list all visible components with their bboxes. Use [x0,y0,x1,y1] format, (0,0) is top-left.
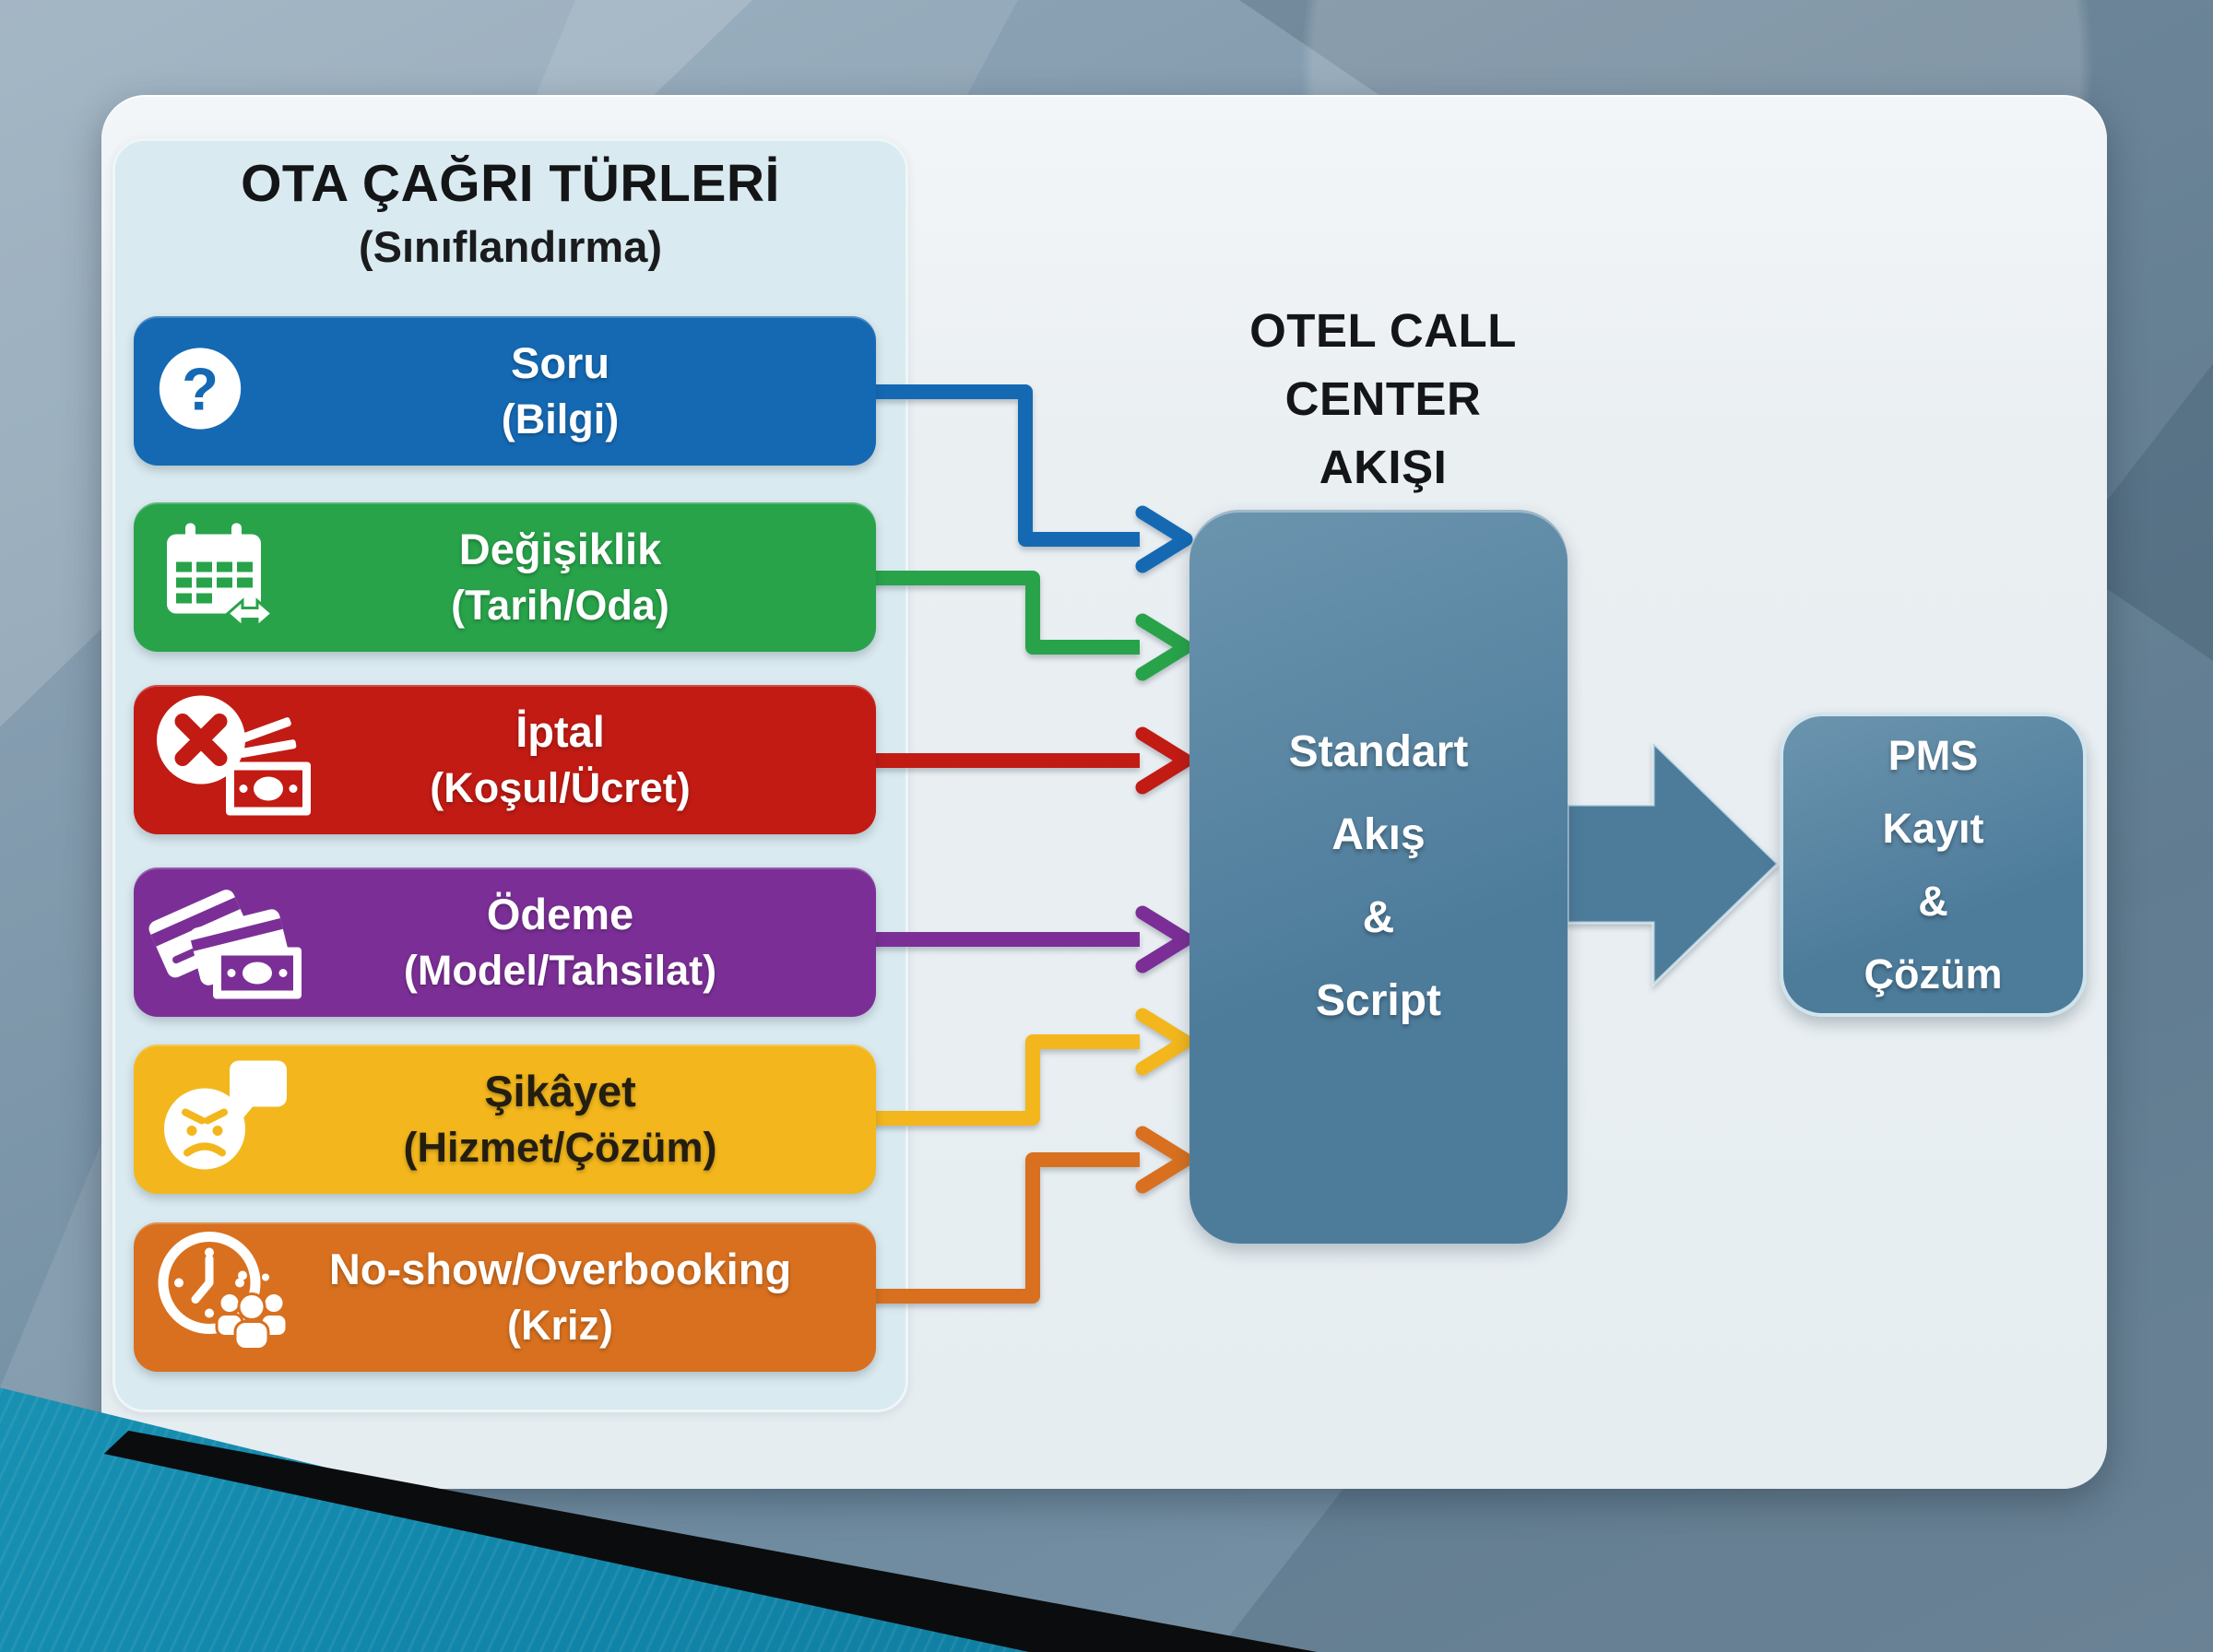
big-flow-arrow [1566,739,1781,988]
svg-text:?: ? [182,356,219,423]
process-line: Standart [1288,727,1469,776]
category-label: No-show/Overbooking [328,1245,792,1293]
result-line: PMS [1888,732,1979,779]
process-box-standart-akis: Standart Akış & Script [1189,510,1568,1244]
arrowhead [1135,1008,1193,1076]
question-icon: ? [156,345,244,438]
process-line: & [1362,893,1395,942]
flow-title-line: AKIŞI [1319,441,1448,493]
panel-subtitle: (Sınıflandırma) [358,222,663,271]
noshow-people-clock-icon [152,1222,307,1373]
panel-title: OTA ÇAĞRI TÜRLERİ [241,154,780,213]
flow-title-line: OTEL CALL [1249,304,1517,357]
category-sublabel: (Koşul/Ücret) [430,764,691,811]
process-line: Script [1315,976,1442,1025]
category-box-iptal: İptal (Koşul/Ücret) [134,685,876,834]
category-box-noshow: No-show/Overbooking (Kriz) [134,1222,876,1372]
arrowhead [1135,1126,1193,1194]
flow-title: OTEL CALL CENTER AKIŞI [1148,297,1618,502]
category-box-odeme: Ödeme (Model/Tahsilat) [134,867,876,1017]
flow-title-line: CENTER [1284,372,1482,425]
calendar-change-icon [161,522,278,633]
category-label: İptal [515,707,605,756]
category-sublabel: (Tarih/Oda) [451,582,669,629]
result-box-pms: PMS Kayıt & Çözüm [1780,713,2087,1017]
category-label: Şikâyet [484,1067,636,1115]
category-sublabel: (Model/Tahsilat) [403,947,717,994]
result-line: & [1918,878,1948,925]
category-box-soru: ? Soru (Bilgi) [134,316,876,466]
cancel-fee-icon [150,692,316,828]
category-box-degisiklik: Değişiklik (Tarih/Oda) [134,502,876,652]
category-sublabel: (Kriz) [507,1302,613,1349]
arrowhead [1135,505,1193,573]
arrowhead [1135,613,1193,681]
result-line: Çözüm [1864,950,2003,997]
arrowhead [1135,905,1193,974]
category-label: Ödeme [486,890,634,938]
category-sublabel: (Bilgi) [501,395,620,442]
category-sublabel: (Hizmet/Çözüm) [403,1124,717,1171]
complaint-icon [154,1048,302,1191]
category-label: Soru [510,338,610,387]
category-label: Değişiklik [458,525,662,573]
process-line: Akış [1331,810,1426,859]
result-line: Kayıt [1882,805,1984,852]
category-box-sikayet: Şikâyet (Hizmet/Çözüm) [134,1044,876,1194]
arrowhead [1135,726,1193,795]
payment-icon [147,876,327,1009]
